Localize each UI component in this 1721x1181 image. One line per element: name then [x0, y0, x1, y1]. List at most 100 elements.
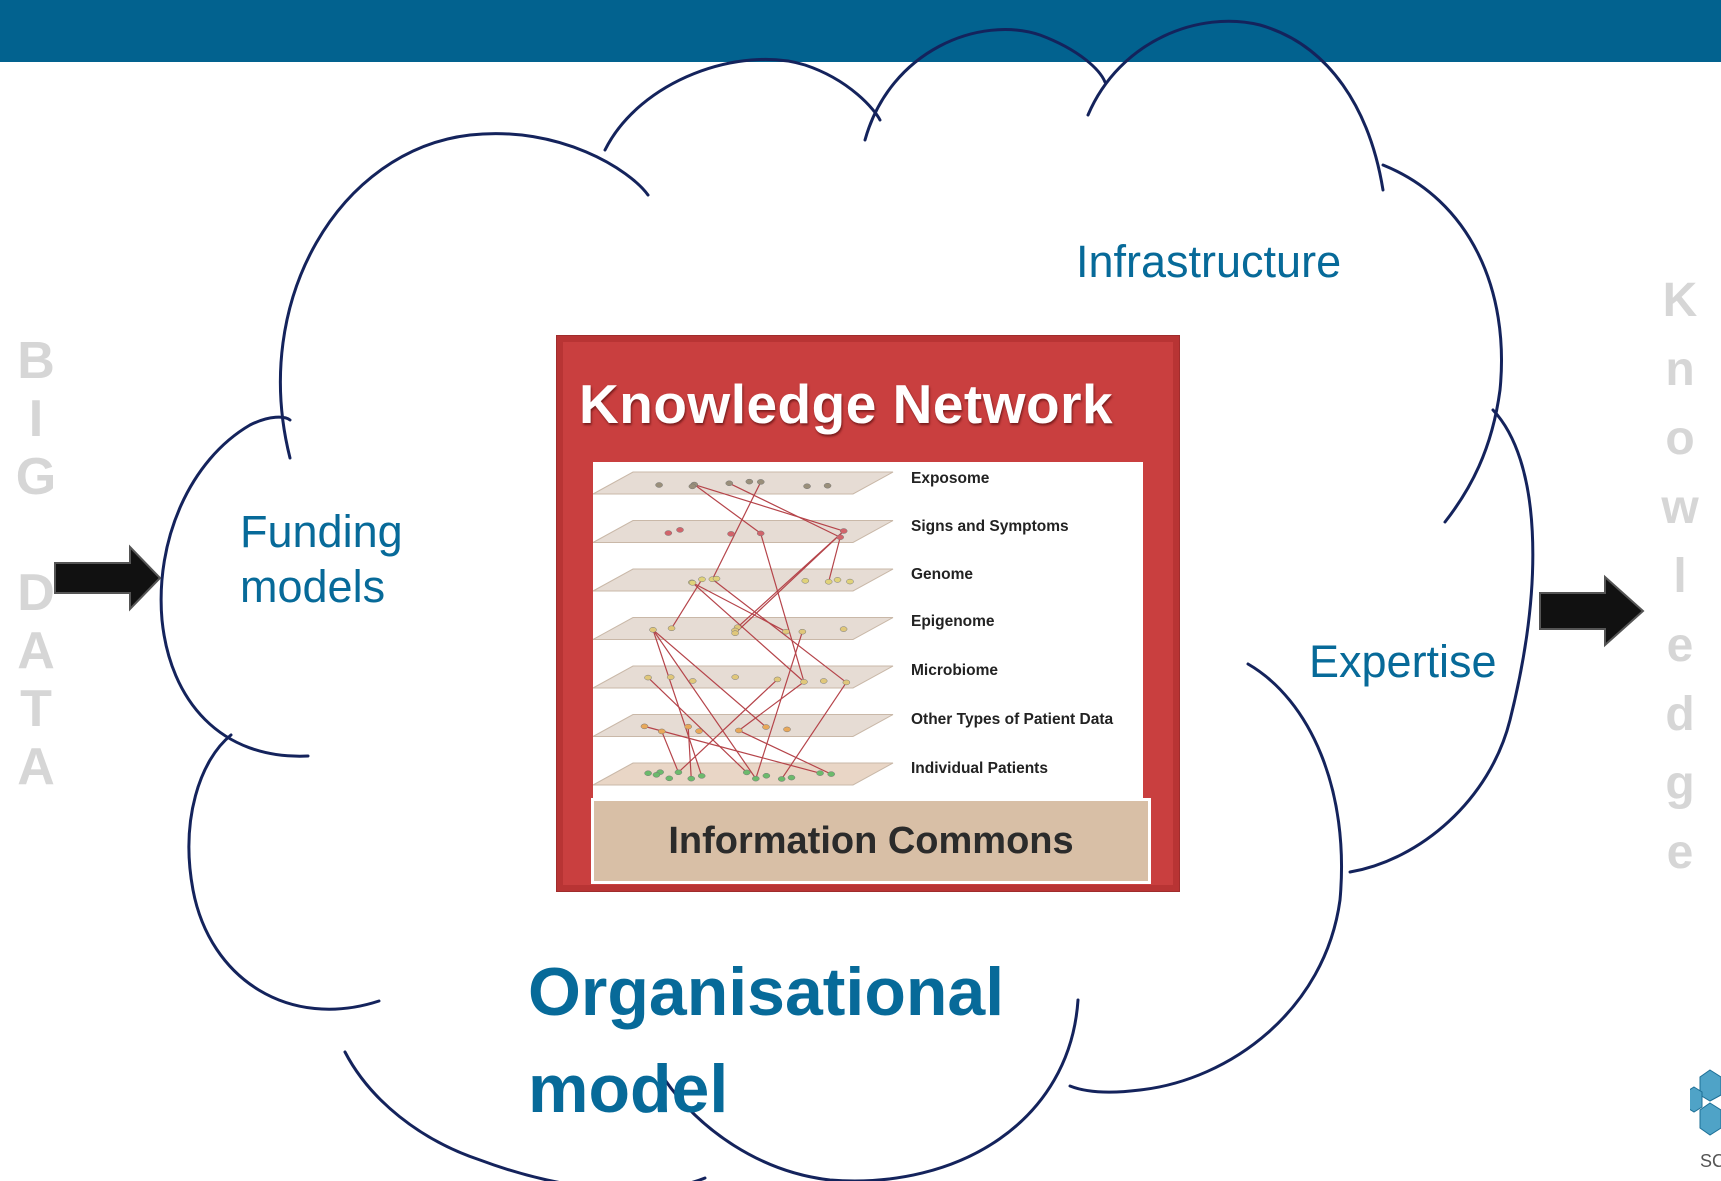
- information-commons-box: Information Commons: [591, 798, 1151, 884]
- layer-plane: [593, 520, 894, 543]
- network-node: [695, 728, 703, 734]
- network-edge: [828, 537, 841, 582]
- network-node: [684, 723, 692, 730]
- network-node: [735, 727, 743, 734]
- network-node: [688, 678, 697, 684]
- network-node: [816, 770, 824, 776]
- network-node: [640, 723, 649, 730]
- network-node: [752, 775, 760, 782]
- network-node: [745, 478, 754, 485]
- layer-plane: [593, 714, 894, 737]
- input-arrow: [54, 544, 162, 612]
- network-node: [836, 534, 844, 541]
- network-edge: [760, 533, 805, 683]
- cloud-arc: [1086, 19, 1385, 192]
- header-bar: [0, 0, 1721, 62]
- cloud-arc: [603, 57, 882, 152]
- layer-plane: [593, 471, 894, 495]
- cloud-arc: [279, 132, 650, 460]
- cloud-arc: [1381, 163, 1503, 524]
- network-node: [655, 482, 663, 488]
- network-node: [742, 769, 751, 776]
- organisational-line: model: [528, 1051, 729, 1127]
- knowledge-letter: K: [1662, 274, 1698, 327]
- layer-label-microbiome: Microbiome: [911, 662, 998, 679]
- big-data-letter: G: [15, 448, 57, 506]
- layer-label-epigenome: Epigenome: [911, 613, 995, 630]
- cloud-arc: [1068, 662, 1343, 1094]
- network-node: [757, 479, 765, 485]
- cloud-arc: [159, 415, 310, 758]
- network-node: [687, 775, 696, 782]
- layer-network-graphic: [593, 471, 894, 786]
- network-node: [833, 577, 842, 583]
- network-edge: [694, 483, 844, 532]
- network-edge: [661, 731, 679, 773]
- network-node: [725, 480, 734, 487]
- network-edge: [781, 682, 847, 780]
- network-node: [664, 530, 673, 536]
- network-node: [644, 770, 652, 776]
- layer-plane: [593, 665, 894, 689]
- network-node: [801, 578, 810, 584]
- network-node: [803, 483, 811, 490]
- cloud-arc: [863, 28, 1107, 142]
- network-node: [665, 775, 674, 782]
- network-node: [798, 628, 807, 635]
- network-node: [712, 575, 721, 582]
- big-data-letter: D: [17, 564, 55, 622]
- network-node: [667, 625, 676, 632]
- knowledge-letter: e: [1666, 826, 1694, 879]
- network-node: [800, 679, 808, 685]
- layer-label-signs-symptoms: Signs and Symptoms: [911, 518, 1069, 535]
- big-data-vertical-text: B I G ​ D A T A: [12, 332, 60, 796]
- organisational-line: Organisational: [528, 954, 1005, 1030]
- knowledge-letter: d: [1665, 688, 1695, 741]
- network-node: [819, 678, 828, 684]
- network-node: [823, 482, 832, 489]
- network-edge: [671, 579, 703, 629]
- network-node: [731, 630, 739, 636]
- network-edge: [652, 629, 767, 728]
- layer-label-genome: Genome: [911, 566, 974, 583]
- network-node: [652, 772, 661, 778]
- knowledge-letter: e: [1666, 619, 1694, 672]
- infrastructure-label: Infrastructure: [1076, 236, 1342, 287]
- network-node: [827, 771, 835, 777]
- network-node: [674, 769, 683, 776]
- layer-plane: [593, 568, 894, 592]
- layer-label-exposome: Exposome: [911, 470, 990, 487]
- big-data-letter: A: [17, 622, 55, 680]
- network-edge: [647, 677, 748, 773]
- network-edge: [693, 484, 762, 534]
- logo-emblem-icon: [1690, 1069, 1721, 1136]
- logo-text: SC: [1700, 1151, 1721, 1171]
- big-data-letter: B: [17, 332, 55, 390]
- layer-plane: [593, 617, 894, 640]
- output-arrow: [1539, 574, 1645, 648]
- knowledge-letter: g: [1665, 757, 1695, 810]
- network-edge: [737, 530, 845, 628]
- knowledge-network-figure: Knowledge Network Exposome Signs and Sym…: [557, 336, 1179, 891]
- knowledge-letter: o: [1665, 412, 1695, 465]
- organisational-model-label: Organisational model: [528, 944, 1088, 1138]
- funding-line: models: [240, 561, 386, 612]
- network-edge: [692, 582, 805, 683]
- cloud-arc: [1348, 408, 1535, 874]
- layers-panel: Exposome Signs and Symptoms Genome Epige…: [593, 462, 1143, 830]
- network-node: [846, 578, 854, 585]
- network-node: [783, 726, 791, 733]
- network-edge: [687, 726, 692, 779]
- funding-models-label: Funding models: [240, 504, 440, 614]
- network-node: [777, 776, 786, 782]
- network-node: [787, 774, 796, 781]
- network-node: [649, 627, 657, 633]
- knowledge-vertical-text: K n o w l e d g e: [1655, 266, 1705, 887]
- cloud-arc: [187, 733, 381, 1011]
- network-node: [756, 530, 765, 537]
- network-node: [824, 579, 833, 585]
- network-node: [839, 626, 848, 632]
- network-node: [731, 674, 740, 680]
- network-edge: [712, 578, 847, 683]
- network-node: [658, 728, 666, 735]
